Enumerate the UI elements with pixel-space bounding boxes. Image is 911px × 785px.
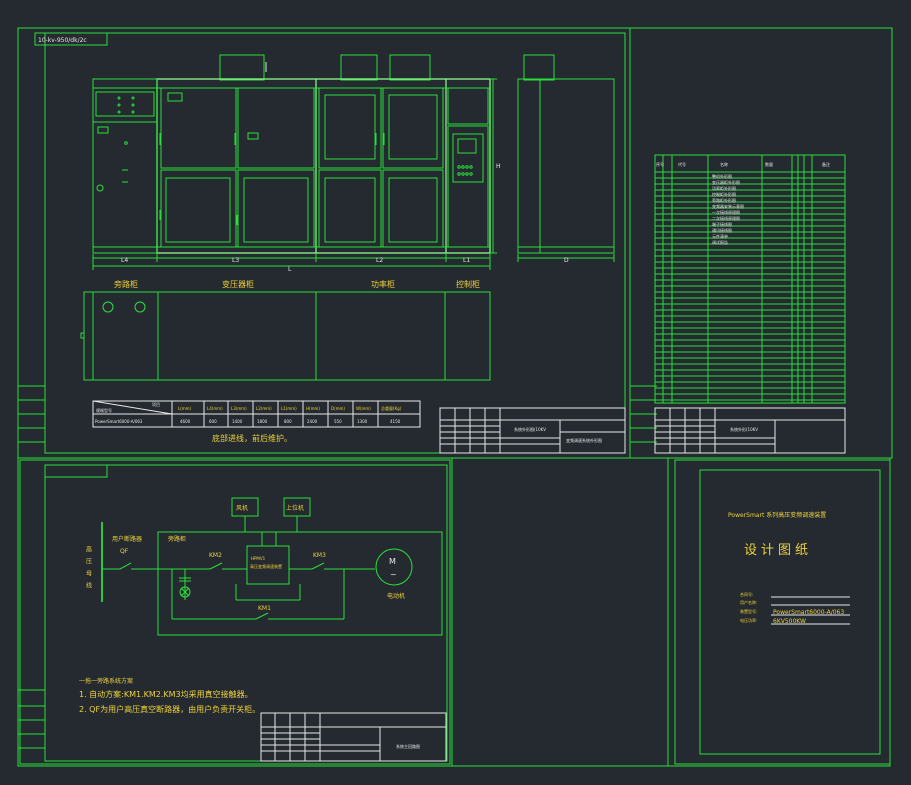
spec-val-w: 1300	[357, 419, 368, 424]
cover-field-voltage: 电压功率:	[740, 617, 757, 623]
notes-line-1: 1. 自动方案:KM1.KM2.KM3均采用真空接触器。	[79, 689, 253, 699]
notes-title: 一拖一旁路系统方案	[79, 677, 133, 685]
spec-val-weight: 4150	[390, 419, 401, 424]
parts-item-9: 端子接线图	[712, 221, 732, 227]
spec-col-l4: L4(mm)	[207, 406, 223, 411]
spec-col-l: L(mm)	[178, 406, 192, 411]
vertical-label: 高压母线	[85, 545, 92, 594]
notes-line-2: 2. QF为用户高压真空断路器，由用户负责开关柜。	[79, 704, 260, 714]
title-block-3-title: 系统主回路图	[396, 743, 420, 749]
title-block-2-title: 系统外形(10KV	[730, 426, 758, 432]
spec-col-l3: L3(mm)	[231, 406, 247, 411]
parts-item-12: 调试报告	[712, 239, 728, 245]
parts-list-rows	[655, 177, 845, 401]
cover-voltage-value: 6KV500KW	[773, 618, 806, 625]
spec-val-l2: 1800	[257, 419, 268, 424]
spec-table	[92, 400, 421, 428]
spec-col-l1: L1(mm)	[281, 406, 297, 411]
drawing-id: 10-kv-950/dk/2c	[38, 37, 87, 44]
km2-label: KM2	[209, 552, 222, 559]
parts-item-4: 控制柜外形图	[712, 191, 736, 197]
parts-item-7: 一次接线原理图	[712, 209, 740, 215]
cover-company: PowerSmart 系列高压变频调速装置	[728, 511, 826, 519]
parts-item-6: 变频器安装示意图	[712, 203, 744, 209]
dim-h: H	[496, 163, 501, 170]
cover-model-value: PowerSmart6000-A/063	[773, 609, 844, 616]
label-bypass-cabinet: 旁路柜	[114, 279, 138, 289]
title-block-3	[260, 712, 447, 762]
cover-title: 设计图纸	[744, 543, 812, 558]
spec-header-model: 规格型号	[96, 407, 112, 413]
parts-item-5: 旁路柜外形图	[712, 197, 736, 203]
motor-label: 电动机	[387, 592, 405, 600]
spec-val-l1: 800	[284, 419, 292, 424]
title-block-1	[439, 407, 626, 454]
spec-val-l4: 600	[209, 419, 217, 424]
motor-wave: ~	[390, 570, 397, 579]
title-block-1-sub: 变频调速系统外形图	[566, 437, 602, 443]
one-line-diagram	[101, 497, 443, 636]
parts-item-2: 变压器柜外形图	[712, 179, 740, 185]
spec-val-l: 4600	[180, 419, 191, 424]
parts-header-qty: 数量	[765, 161, 773, 167]
label-transformer-cabinet: 变压器柜	[222, 279, 254, 289]
parts-header-no: 序号	[656, 161, 664, 167]
title-block-1-title: 系统外形图(10KV	[514, 426, 546, 432]
parts-list-table	[654, 154, 846, 404]
dim-l4: L4	[121, 257, 128, 264]
dim-l1: L1	[463, 257, 470, 264]
dim-l: L	[288, 266, 292, 273]
spec-val-l3: 1400	[232, 419, 243, 424]
title-block-2	[654, 407, 846, 454]
cabinet-elevation	[92, 54, 555, 270]
cover-underlines	[771, 596, 850, 625]
cover-field-model: 装置型号:	[740, 608, 757, 614]
qf-label: QF	[120, 548, 129, 555]
label-power-cabinet: 功率柜	[371, 279, 395, 289]
inverter-label-1: HPMV1	[251, 556, 266, 561]
spec-header-diag: 项目	[152, 401, 160, 407]
inverter-label-2: 高压变频调速装置	[250, 563, 282, 569]
spec-row-model: PowerSmart6000-A/063	[95, 419, 143, 424]
parts-item-1: 整机外形图	[712, 173, 732, 179]
parts-item-11: 元件清单	[712, 233, 728, 239]
drawing-frames	[17, 27, 893, 767]
spec-col-w: W(mm)	[356, 406, 371, 411]
dim-d: D	[564, 257, 569, 264]
parts-header-code: 代号	[678, 161, 686, 167]
spec-val-d: 550	[334, 419, 342, 424]
spec-col-d: D(mm)	[331, 406, 345, 411]
spec-col-l2: L2(mm)	[256, 406, 272, 411]
bypass-cabinet-label: 旁路柜	[168, 535, 186, 543]
dim-l3: L3	[232, 257, 239, 264]
cabinet-plan	[80, 291, 491, 381]
spec-val-h: 2400	[307, 419, 318, 424]
cover-field-user: 用户名称:	[740, 599, 757, 605]
parts-item-10: 通讯接线图	[712, 227, 732, 233]
km3-label: KM3	[313, 552, 326, 559]
user-breaker-label: 用户断路器	[112, 535, 142, 543]
label-control-cabinet: 控制柜	[456, 279, 480, 289]
dim-l2: L2	[376, 257, 383, 264]
fan-label: 风机	[236, 504, 248, 512]
cabinet-side-view	[517, 78, 615, 262]
parts-header-name: 名称	[720, 161, 728, 167]
km1-label: KM1	[258, 605, 271, 612]
spec-col-weight: 总重量(Kg)	[381, 405, 402, 411]
drawing-id-box	[34, 32, 108, 46]
parts-header-remark: 备注	[822, 161, 830, 167]
parts-item-8: 二次接线原理图	[712, 215, 740, 221]
bottom-note: 底部进线，前后维护。	[212, 433, 292, 443]
upper-computer-label: 上位机	[286, 504, 304, 512]
spec-col-h: H(mm)	[306, 406, 320, 411]
parts-item-3: 功率柜外形图	[712, 185, 736, 191]
cover-field-project: 合同号:	[740, 591, 753, 597]
motor-symbol: M	[389, 557, 396, 566]
